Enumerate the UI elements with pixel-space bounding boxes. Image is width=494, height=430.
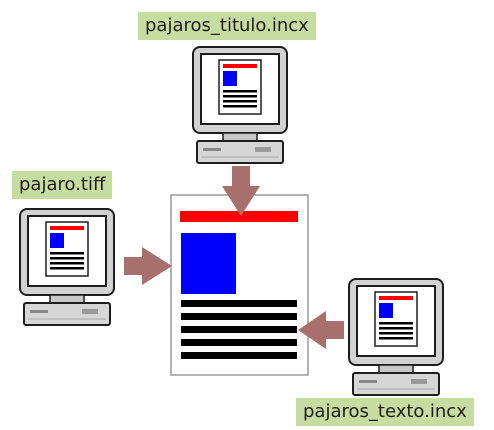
text-computer xyxy=(348,278,444,396)
title-file-label: pajaros_titulo.incx xyxy=(138,12,316,40)
document-page xyxy=(170,194,309,376)
document-text-lines xyxy=(181,300,297,359)
image-computer xyxy=(19,208,115,326)
document-image-block xyxy=(181,233,236,294)
text-file-label: pajaros_texto.incx xyxy=(296,398,474,426)
title-computer xyxy=(192,46,288,164)
arrow-text-left xyxy=(298,311,344,349)
arrow-image-right xyxy=(124,247,172,285)
document-title-bar xyxy=(180,211,298,222)
arrow-title-down xyxy=(222,166,260,216)
image-file-label: pajaro.tiff xyxy=(12,171,113,199)
